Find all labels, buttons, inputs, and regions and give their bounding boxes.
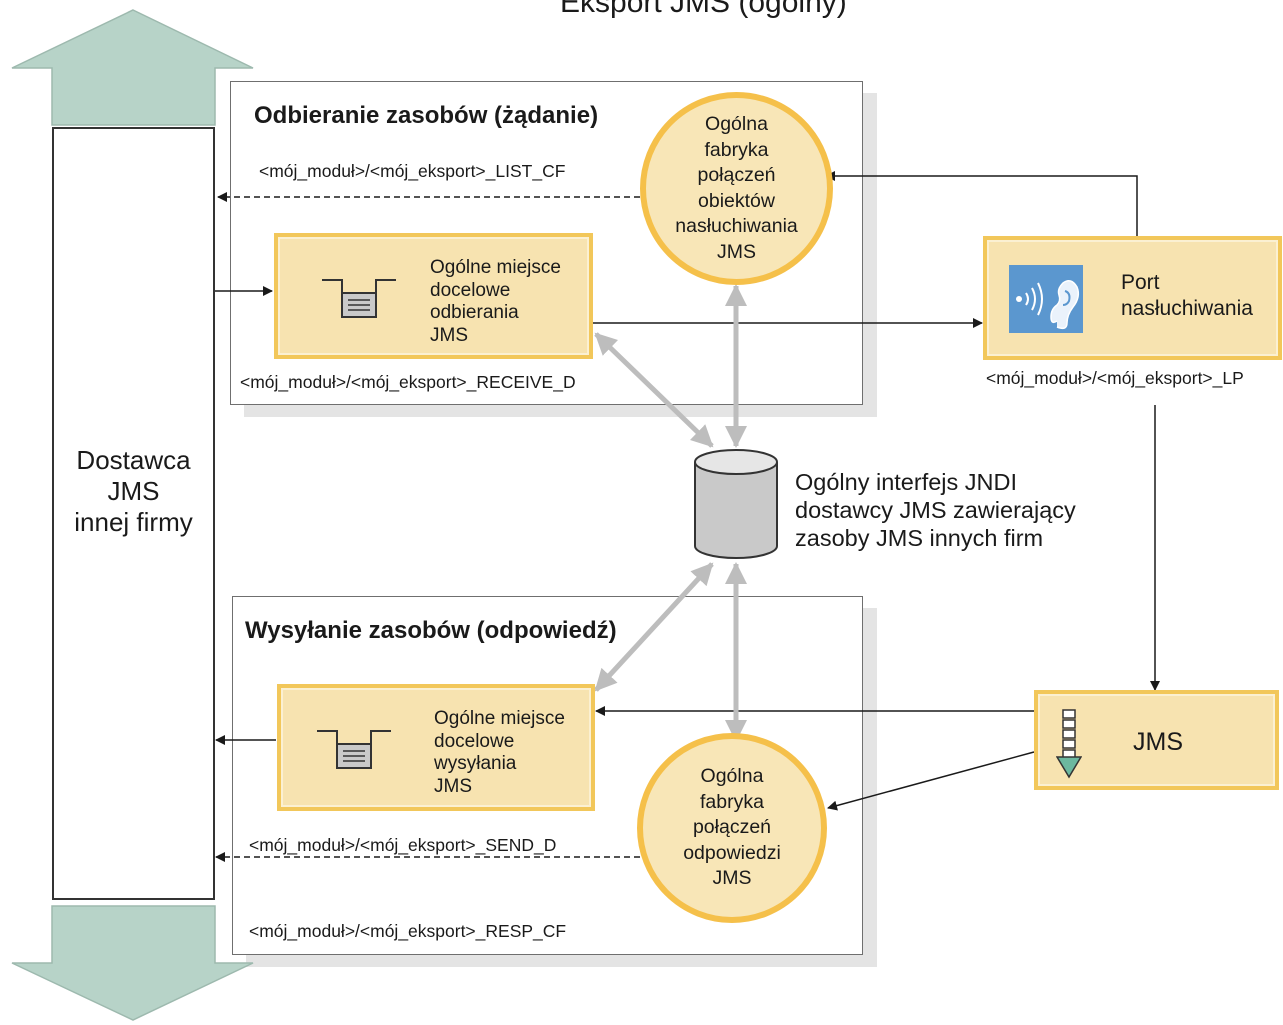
- receive-destination-label: Ogólne miejsce docelowe odbierania JMS: [430, 257, 561, 346]
- queue-icon: [317, 730, 391, 769]
- jms-queue-icon: [1056, 709, 1082, 779]
- jndi-label: Ogólny interfejs JNDI dostawcy JMS zawie…: [795, 469, 1076, 551]
- send-destination-label: Ogólne miejsce docelowe wysyłania JMS: [434, 708, 565, 797]
- jms-label: JMS: [1133, 728, 1183, 756]
- provider-arrow-up: [11, 9, 254, 126]
- list-cf-label: <mój_moduł>/<mój_eksport>_LIST_CF: [259, 161, 566, 181]
- listener-ear-icon: [1009, 265, 1083, 333]
- listener-cf-label: Ogólna fabryka połączeń obiektów nasłuch…: [675, 113, 798, 263]
- send-group-title: Wysyłanie zasobów (odpowiedź): [245, 617, 617, 644]
- listener-connection-factory: Ogólna fabryka połączeń obiektów nasłuch…: [640, 92, 833, 285]
- provider-label: Dostawca JMS innej firmy: [74, 445, 193, 537]
- send-destination-resource-label: <mój_moduł>/<mój_eksport>_SEND_D: [249, 835, 557, 855]
- jms-component-box: JMS: [1034, 690, 1279, 790]
- diagram-title: Eksport JMS (ogólny): [560, 0, 847, 19]
- resp-cf-label: Ogólna fabryka połączeń odpowiedzi JMS: [683, 765, 781, 890]
- queue-icon: [322, 279, 396, 318]
- send-destination-box: Ogólne miejsce docelowe wysyłania JMS: [277, 684, 595, 811]
- response-connection-factory: Ogólna fabryka połączeń odpowiedzi JMS: [637, 733, 827, 923]
- listener-port-resource-label: <mój_moduł>/<mój_eksport>_LP: [986, 368, 1244, 388]
- receive-group-title: Odbieranie zasobów (żądanie): [254, 102, 599, 129]
- listener-port-box: Port nasłuchiwania: [983, 236, 1282, 360]
- listener-port-label: Port nasłuchiwania: [1121, 271, 1253, 320]
- receive-destination-resource-label: <mój_moduł>/<mój_eksport>_RECEIVE_D: [240, 372, 576, 392]
- provider-arrow-down: [11, 905, 254, 1021]
- third-party-jms-provider: [52, 127, 215, 900]
- receive-destination-box: Ogólne miejsce docelowe odbierania JMS: [274, 233, 593, 359]
- resp-cf-resource-label: <mój_moduł>/<mój_eksport>_RESP_CF: [249, 921, 567, 941]
- jndi-database-icon: [694, 449, 778, 559]
